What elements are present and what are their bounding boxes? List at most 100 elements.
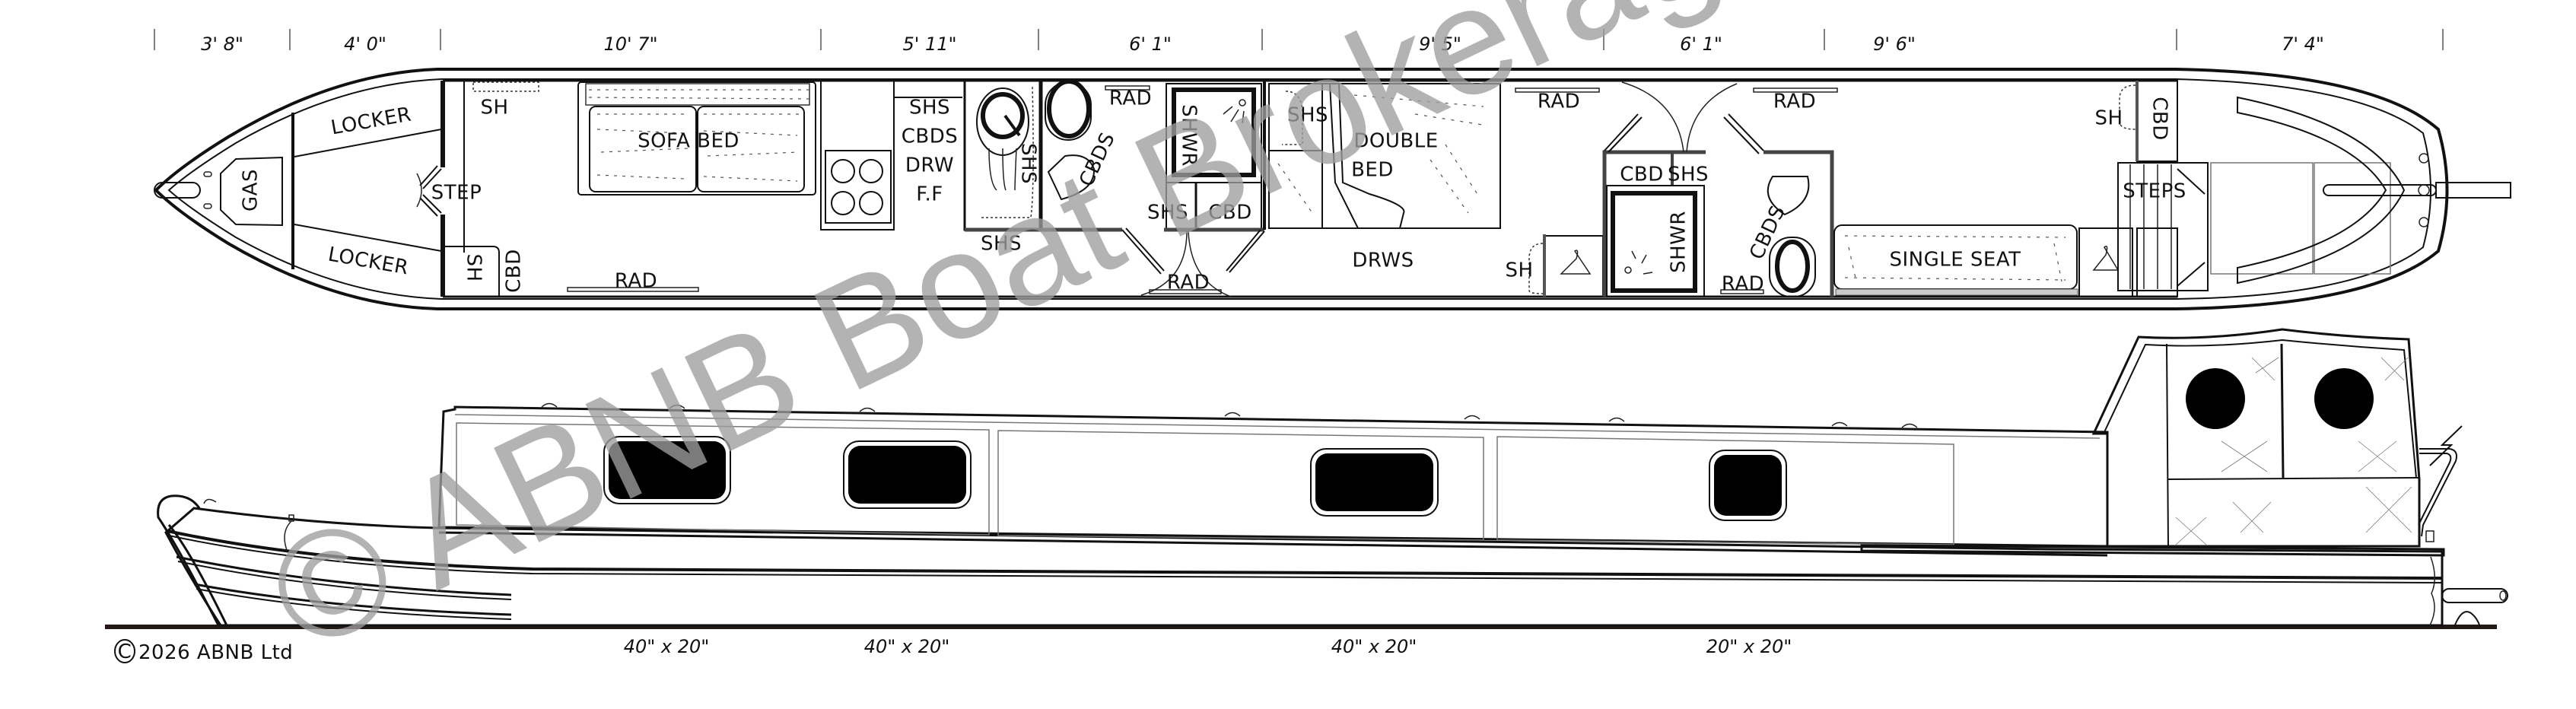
panel-1	[456, 422, 990, 536]
rub-rail-1b	[168, 535, 2443, 583]
sofa-bed	[577, 81, 816, 196]
stern-fitting-1	[2419, 153, 2429, 164]
label-sh-fore-top: SH	[480, 97, 508, 119]
rear-canopy-inner	[2104, 339, 2417, 478]
bathroom-2-door-left	[1604, 113, 1643, 153]
window-size-label: 40" x 20"	[864, 636, 950, 657]
label-drws: DRWS	[1352, 250, 1414, 272]
label-galley-cbds: CBDS	[902, 126, 959, 148]
canopy-divider	[2280, 343, 2285, 478]
window-1	[609, 441, 726, 499]
label-double-bed-2: BED	[1351, 159, 1394, 182]
flag-icon	[2429, 425, 2463, 466]
window-size-label: 40" x 20"	[624, 636, 710, 657]
label-rad-corridor: RAD	[1167, 272, 1210, 294]
fore-door-bottom	[419, 194, 442, 217]
cabin-top-line	[454, 414, 2101, 439]
cabin-windows	[603, 436, 1787, 521]
portholes	[2186, 368, 2374, 429]
dimension-label: 6' 1"	[1680, 33, 1722, 55]
label-galley-shs: SHS	[909, 97, 950, 119]
bathroom-2-door-arcs	[1621, 81, 1738, 153]
bow-fender	[154, 182, 201, 199]
label-rad-stern: RAD	[1773, 91, 1816, 113]
copyright-notice: C 2026 ABNB Ltd	[114, 639, 293, 664]
label-sh-fore-bottom: SH	[463, 253, 485, 281]
label-galley-drw: DRW	[905, 154, 954, 177]
copyright-text: 2026 ABNB Ltd	[138, 641, 293, 664]
canopy-horizontal	[2167, 477, 2420, 480]
skeg	[2454, 611, 2481, 628]
locker-divider-bottom	[294, 224, 442, 252]
dimension-label: 3' 8"	[201, 33, 243, 55]
window-size-label: 40" x 20"	[1331, 636, 1417, 657]
bathroom-1	[963, 79, 1266, 232]
dimension-label: 5' 11"	[902, 33, 956, 55]
label-bath2-cbd: CBD	[1620, 164, 1664, 186]
fore-door-top	[419, 165, 442, 189]
radiator-stern	[1753, 87, 1838, 93]
double-bed	[1268, 83, 1501, 229]
corridor-door-right	[1226, 229, 1265, 273]
deck-board-2	[2314, 162, 2391, 275]
bathroom-2	[1602, 150, 1834, 297]
deck-board-1	[2210, 162, 2314, 275]
roof-vents	[541, 402, 1918, 428]
label-cbd-stern: CBD	[2148, 97, 2171, 141]
dimension-label: 4' 0"	[344, 33, 386, 55]
porthole-2	[2314, 368, 2374, 429]
dimension-labels: 3' 8" 4' 0" 10' 7" 5' 11" 6' 1" 9' 5" 6' 1" 9' …	[201, 33, 2324, 55]
canopy-texture	[2175, 357, 2412, 545]
label-bed-shs: SHS	[1287, 104, 1328, 127]
stern-rail	[2237, 96, 2406, 285]
label-sh-bed: SH	[1505, 259, 1533, 282]
locker-divider-top	[294, 129, 442, 157]
window-4	[1714, 455, 1782, 516]
copyright-symbol: C	[118, 641, 132, 663]
label-bath1-shs-below: SHS	[981, 233, 1022, 256]
cabin-base	[438, 531, 2108, 557]
hanger-icon	[2092, 246, 2120, 271]
single-seat	[1833, 224, 2078, 296]
corridor-door-arcs	[1140, 231, 1232, 297]
label-rad-bed: RAD	[1538, 91, 1580, 113]
stern-curve	[2429, 556, 2435, 626]
corridor-door-left	[1121, 227, 1165, 275]
hull-outline-outer	[154, 68, 2449, 310]
window-size-labels: 40" x 20"40" x 20"40" x 20"20" x 20"	[624, 636, 1792, 657]
gunwale-rear	[1860, 544, 2445, 557]
shelf-fore-top	[472, 81, 539, 92]
dimension-label: 9' 6"	[1873, 33, 1916, 55]
dimension-ticks	[154, 29, 2444, 50]
dimension-label: 9' 5"	[1419, 33, 1461, 55]
rear-canopy	[2091, 328, 2421, 548]
hull-outline-inner	[167, 78, 2431, 300]
canopy-divider-2	[2166, 343, 2169, 547]
rear-steps	[2117, 162, 2209, 291]
label-bath2-rad: RAD	[1722, 273, 1764, 296]
stern-post	[2425, 530, 2434, 542]
label-bath1-shs-vert: SHS	[1017, 143, 1040, 184]
stern-fitting-3	[2419, 217, 2429, 227]
label-galley-ff: F.F	[916, 183, 943, 206]
rub-rail-3	[194, 583, 512, 616]
window-3	[1315, 453, 1433, 511]
label-sofa-bed: SOFA BED	[638, 130, 739, 153]
hob	[825, 150, 892, 224]
stern-door	[2177, 168, 2206, 287]
rub-rail-2	[176, 555, 512, 596]
hull-side	[164, 507, 2444, 627]
hob-burners	[831, 159, 883, 215]
window-2	[848, 446, 966, 504]
bow-fitting	[203, 498, 217, 504]
dimension-label: 6' 1"	[1129, 33, 1172, 55]
radiator-bed	[1515, 87, 1600, 93]
label-bath1-shs: SHS	[1147, 202, 1188, 224]
label-cbd-fore: CBD	[503, 249, 526, 293]
dimension-label: 10' 7"	[603, 33, 657, 55]
label-locker-bottom: LOCKER	[326, 243, 410, 279]
radiator-corridor	[1149, 289, 1222, 294]
panel-2	[997, 430, 1484, 541]
label-step: STEP	[431, 182, 482, 205]
